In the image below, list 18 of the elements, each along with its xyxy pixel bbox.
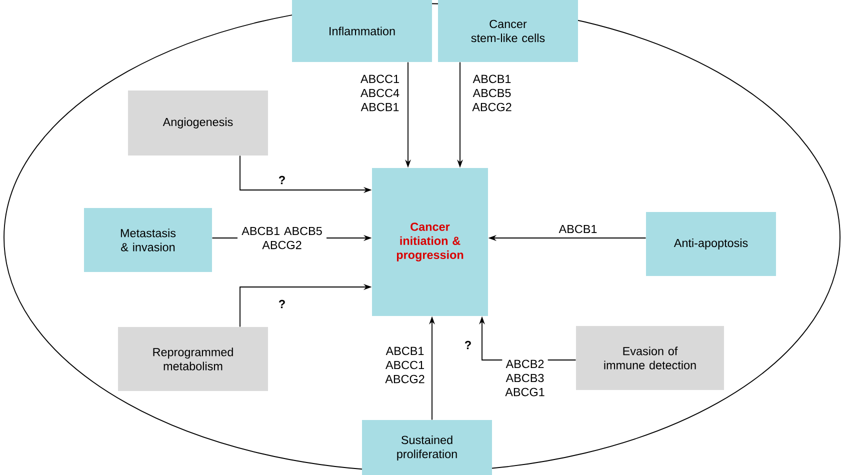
process-box: Cancer initiation & progression <box>372 168 488 316</box>
edge-label: ABCB1 ABCC1 ABCG2 <box>382 346 428 384</box>
process-box: Cancer stem-like cells <box>438 0 578 62</box>
process-box: Evasion of immune detection <box>576 326 724 390</box>
edge-label: ? <box>277 174 287 186</box>
process-box: Anti-apoptosis <box>646 212 776 276</box>
question-mark: ? <box>464 340 471 350</box>
edge-label: ABCB1 ABCB5 ABCG2 <box>469 74 515 112</box>
process-box: Metastasis & invasion <box>84 208 212 272</box>
process-box: Reprogrammed metabolism <box>118 327 268 391</box>
edge-label: ABCB1 <box>558 224 598 234</box>
process-box: Sustained proliferation <box>362 420 492 475</box>
edge-label: ? <box>277 298 287 310</box>
process-box: Inflammation <box>292 0 432 62</box>
process-box: Angiogenesis <box>128 90 268 156</box>
edge-label: ABCC1 ABCC4 ABCB1 <box>357 74 403 112</box>
edge-label: ABCB1 ABCB5 ABCG2 <box>238 226 327 250</box>
edge-label: ABCB2 ABCB3 ABCG1 <box>502 358 548 398</box>
